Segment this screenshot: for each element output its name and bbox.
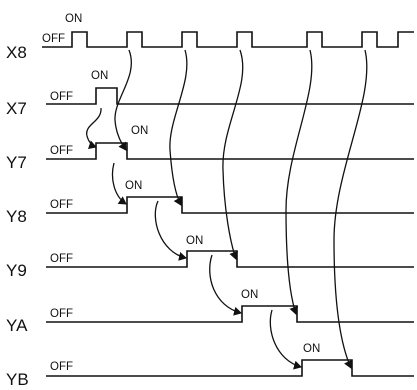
off-label-y9: OFF <box>50 253 73 265</box>
waveform-yb <box>46 359 414 377</box>
signal-yb: YB OFF ON <box>6 343 414 389</box>
on-label-y9: ON <box>186 235 203 247</box>
signal-name-x8: X8 <box>6 43 27 62</box>
waveform-x8 <box>42 31 414 48</box>
signal-name-yb: YB <box>6 370 29 389</box>
causal-arrows <box>86 49 368 370</box>
signal-y8: Y8 OFF ON <box>6 180 414 226</box>
waveform-y7 <box>46 142 414 160</box>
signal-name-ya: YA <box>6 316 28 335</box>
off-label-yb: OFF <box>50 361 73 373</box>
signal-name-y7: Y7 <box>6 153 27 172</box>
arrow-x8-to-y7-off <box>114 49 132 151</box>
off-label-y8: OFF <box>50 199 73 211</box>
arrow-x7-to-y7 <box>86 107 102 150</box>
arrow-y9-to-ya <box>209 254 242 316</box>
waveform-y8 <box>46 196 414 214</box>
off-label-x8: OFF <box>42 33 65 45</box>
off-label-y7: OFF <box>50 145 73 157</box>
signal-name-y8: Y8 <box>6 207 27 226</box>
arrow-x8-to-yb-off <box>333 49 368 369</box>
signal-y7: Y7 OFF ON <box>6 125 414 172</box>
arrow-ya-to-yb <box>269 309 302 370</box>
waveform-y9 <box>46 250 414 268</box>
arrow-x8-to-y9-off <box>222 49 244 260</box>
signal-x7: X7 OFF ON <box>6 70 414 118</box>
on-label-x7: ON <box>91 70 108 82</box>
on-label-y8: ON <box>125 180 142 192</box>
on-label-x8: ON <box>65 13 82 25</box>
on-label-yb: ON <box>303 343 320 355</box>
signal-name-y9: Y9 <box>6 261 27 280</box>
arrow-x8-to-y8-off <box>169 49 188 206</box>
signal-y9: Y9 OFF ON <box>6 235 414 280</box>
arrow-y8-to-y9 <box>154 200 187 261</box>
waveform-x7 <box>46 87 414 105</box>
off-label-ya: OFF <box>50 308 73 320</box>
signal-ya: YA OFF ON <box>6 289 414 335</box>
signal-name-x7: X7 <box>6 99 27 118</box>
arrow-y7-to-y8 <box>111 162 127 205</box>
signal-x8: X8 OFF ON <box>6 13 414 62</box>
off-label-x7: OFF <box>50 91 73 103</box>
on-label-ya: ON <box>241 289 258 301</box>
on-label-y7: ON <box>131 125 148 137</box>
waveform-ya <box>46 305 414 323</box>
arrow-x8-to-ya-off <box>285 49 313 315</box>
